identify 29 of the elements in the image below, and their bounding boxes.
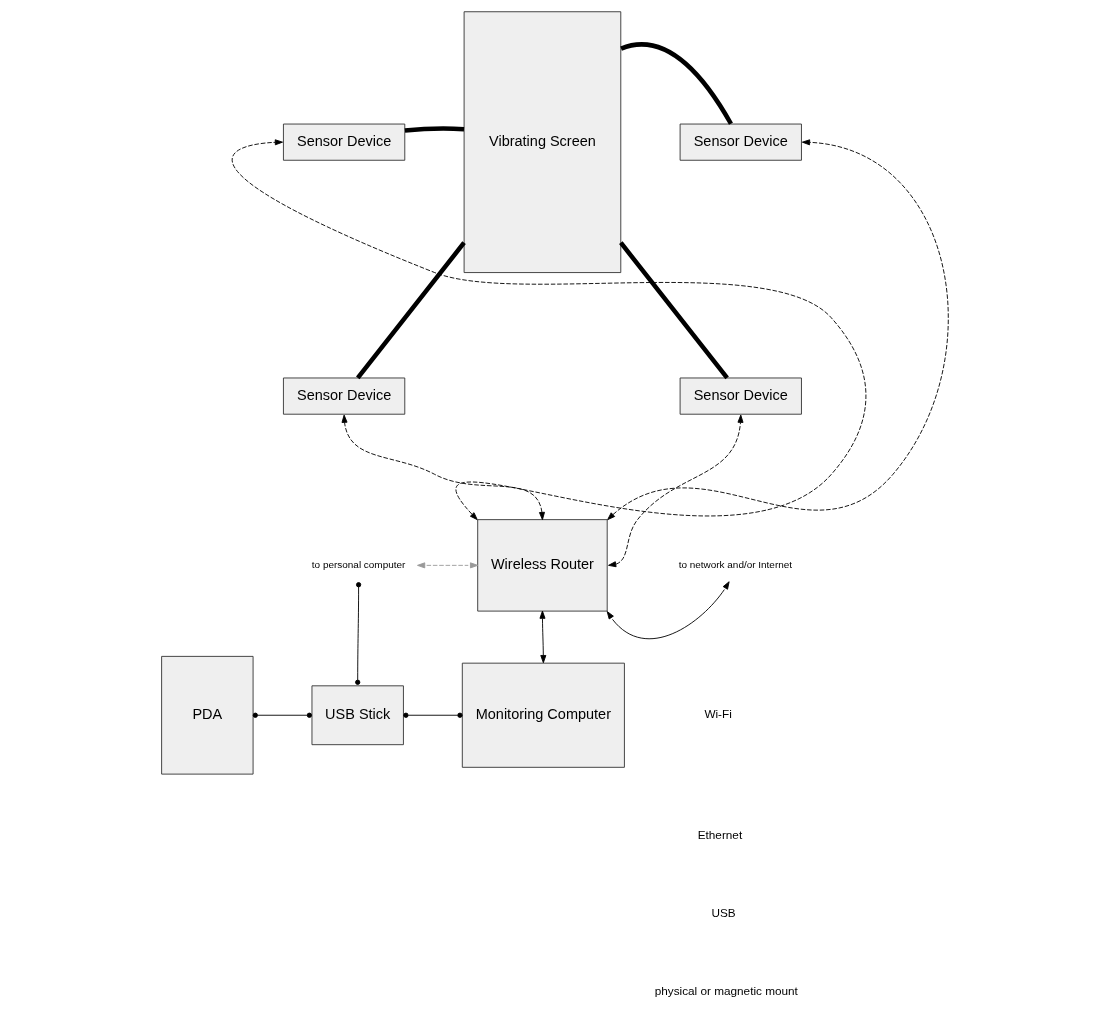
node-box: PDA — [161, 655, 254, 775]
connector — [620, 42, 733, 125]
node-text: to personal computer — [311, 558, 406, 570]
legend-label: USB — [711, 905, 736, 919]
node-box: Sensor Device — [282, 377, 406, 415]
arrow — [341, 414, 545, 521]
legend-label: physical or magnetic mount — [654, 983, 798, 997]
legend-label: Ethernet — [697, 827, 743, 841]
node-box: USB Stick — [311, 685, 404, 746]
arrow — [539, 610, 547, 664]
node-box: Sensor Device — [282, 123, 406, 161]
arrow — [606, 581, 730, 640]
connector — [355, 582, 362, 685]
node-box: Wireless Router — [477, 519, 608, 612]
connector — [356, 241, 466, 380]
legend-label: Wi-Fi — [704, 707, 732, 721]
connector — [404, 126, 465, 133]
node-text: to network and/or Internet — [678, 558, 793, 570]
node-box: Monitoring Computer — [461, 662, 625, 768]
arrow — [231, 139, 867, 521]
connector — [403, 712, 463, 718]
connector — [619, 241, 729, 380]
arrow — [608, 414, 744, 568]
connector — [252, 712, 312, 718]
arrow — [417, 562, 479, 569]
node-box: Sensor Device — [679, 123, 802, 161]
node-box: Vibrating Screen — [463, 11, 622, 274]
arrow — [607, 139, 949, 521]
node-box: Sensor Device — [679, 377, 802, 415]
